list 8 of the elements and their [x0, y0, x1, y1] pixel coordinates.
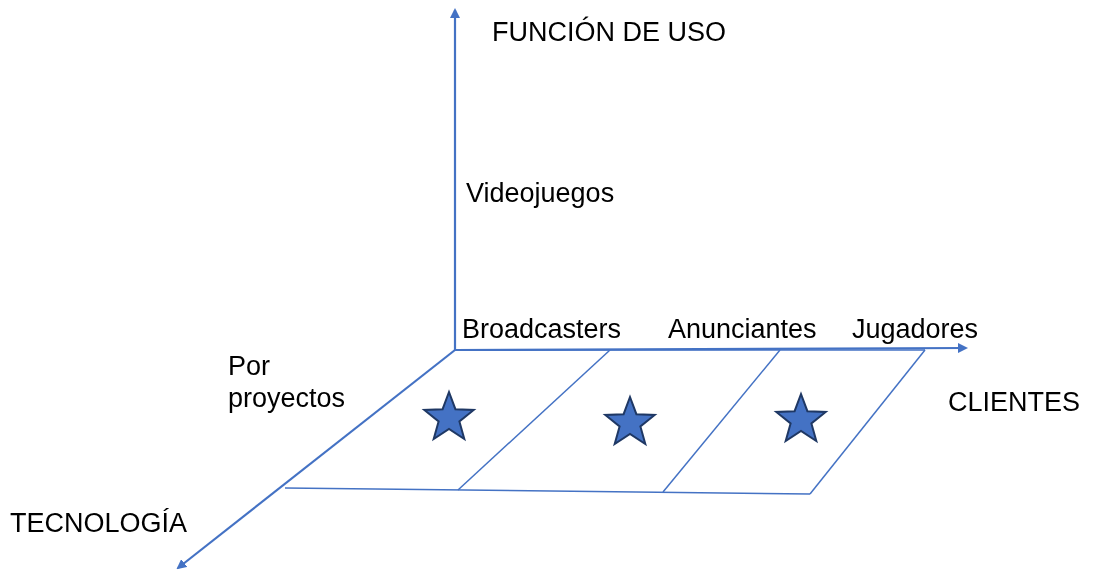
axis-label: Anunciantes: [668, 313, 817, 346]
axis-label: CLIENTES: [948, 386, 1081, 419]
axis-label: TECNOLOGÍA: [10, 507, 188, 540]
axis-label: Videojuegos: [466, 177, 615, 210]
axis-label: Broadcasters: [462, 313, 622, 346]
axis-label: Por proyectos: [228, 350, 347, 415]
axis-label: FUNCIÓN DE USO: [492, 16, 726, 49]
axis-label: Jugadores: [852, 313, 979, 346]
